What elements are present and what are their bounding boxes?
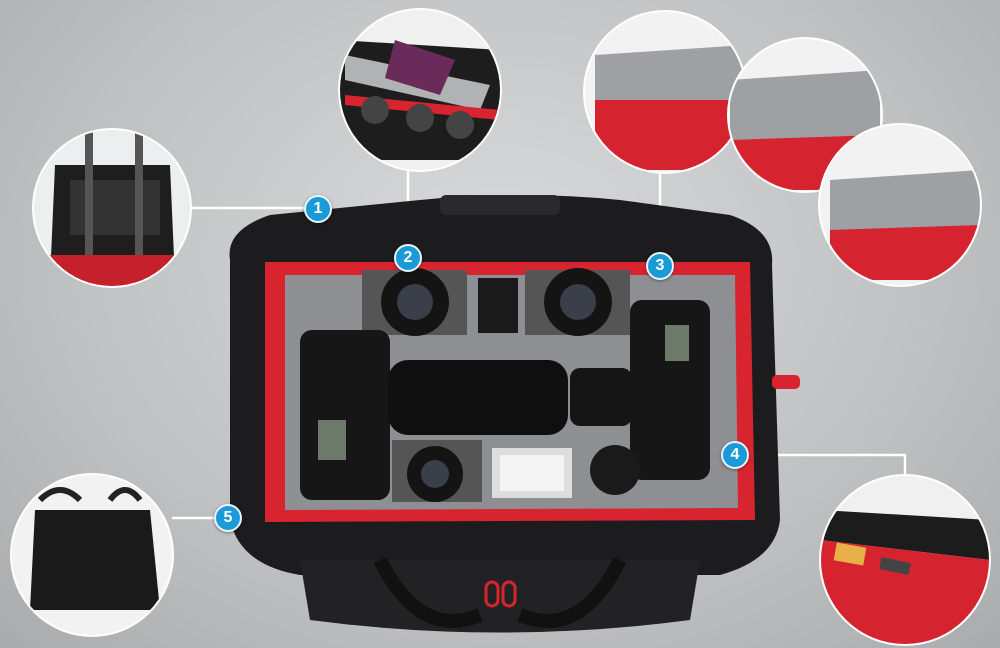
carry-handles (373, 556, 627, 628)
callout-badge-3: 3 (646, 252, 674, 280)
callout-badge-2: 2 (394, 244, 422, 272)
side-clip (772, 375, 800, 389)
inset-3-divider-inserts (583, 10, 982, 287)
camera-bag (229, 195, 800, 633)
inset-2-lid-pocket (338, 8, 502, 172)
memory-card (833, 542, 867, 566)
bag-front-pocket (300, 560, 700, 633)
camera-body-right (630, 300, 710, 480)
tablet (385, 40, 455, 95)
callout-badge-1: 1 (304, 195, 332, 223)
callout-badge-4: 4 (721, 441, 749, 469)
bag-top-handle (440, 195, 560, 215)
connector-line-4 (749, 453, 907, 476)
zipper-pull-icon (484, 580, 500, 608)
camera-body-left (300, 330, 390, 500)
callout-badge-5: 5 (214, 504, 242, 532)
inset-5-rain-cover (10, 473, 174, 637)
telephoto-lens (388, 360, 568, 435)
inset-4-card-pockets (819, 474, 991, 646)
inset-1-trolley-sleeve (32, 128, 192, 288)
